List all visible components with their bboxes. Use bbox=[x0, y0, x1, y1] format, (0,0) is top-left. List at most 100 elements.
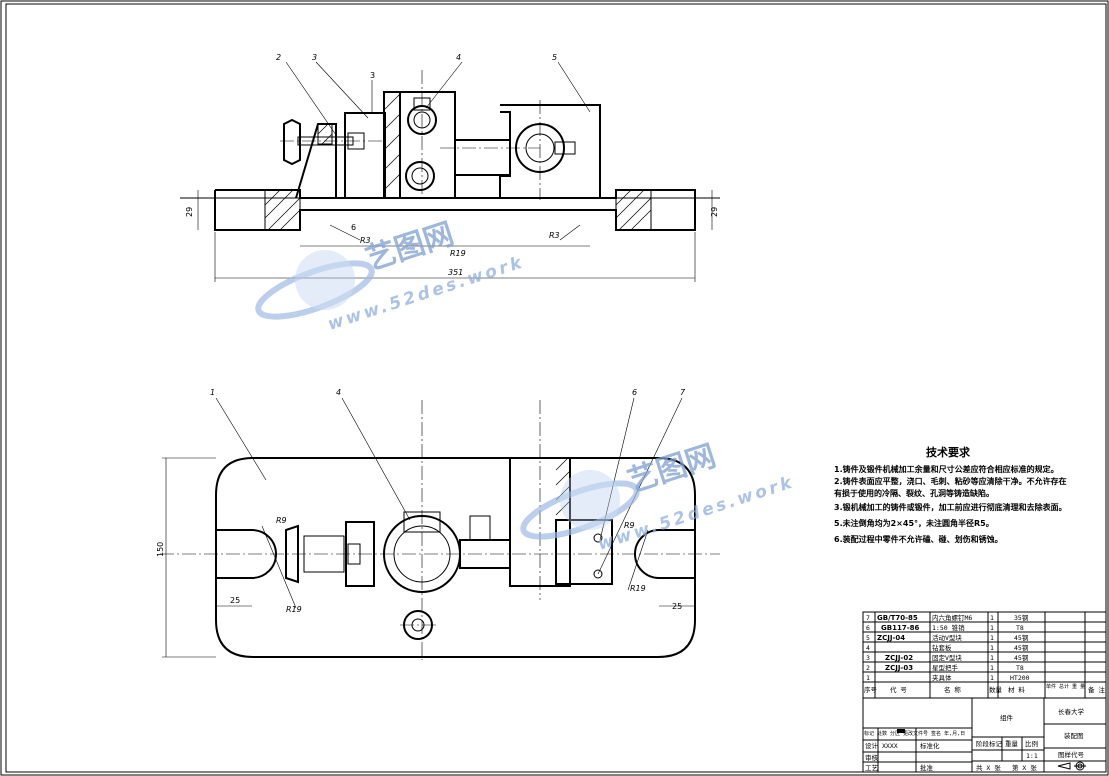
bom-name: 夹具体 bbox=[932, 673, 952, 682]
tb-weight-label: 重量 bbox=[1005, 740, 1019, 748]
dim-r-left: R3 bbox=[360, 236, 371, 245]
dim-width: 150 bbox=[156, 542, 165, 557]
bom-code: GB/T70-85 bbox=[877, 614, 918, 622]
tb-part-label: 组件 bbox=[1000, 713, 1014, 722]
tech-req-title: 技术要求 bbox=[926, 445, 971, 459]
title-block bbox=[862, 697, 1107, 773]
dim-off-right: 25 bbox=[672, 602, 682, 611]
tb-standardize: 标准化 bbox=[920, 741, 940, 750]
bom-header-qty: 数量 bbox=[989, 685, 1003, 694]
inner-border bbox=[5, 3, 1107, 773]
bom-row: 1 夹具体 1 HT200 bbox=[866, 673, 1030, 682]
tech-req-line-3: 有损于使用的冷隔、裂纹、孔洞等铸造缺陷。 bbox=[834, 488, 994, 498]
bom-qty: 1 bbox=[990, 624, 994, 632]
bom-no: 1 bbox=[866, 674, 870, 682]
dim-r-tr: R9 bbox=[624, 521, 635, 530]
watermark-brand-1: 艺图网 bbox=[362, 217, 458, 278]
bom-row: 6 GB117-86 1:50 锥销 1 T8 bbox=[866, 623, 1024, 632]
bom-code: ZCJJ-02 bbox=[885, 654, 913, 662]
bom-mat: 35钢 bbox=[1014, 614, 1029, 622]
bom-rows: 7 GB/T70-85 内六角螺钉M6 1 35钢 6 GB117-86 1:5… bbox=[864, 613, 1105, 694]
tb-marks-row: 标记 处数 分区 更改文件号 签名 年,月,日 bbox=[864, 730, 965, 737]
bom-name: 内六角螺钉M6 bbox=[932, 613, 972, 622]
bom-qty: 1 bbox=[990, 644, 994, 652]
watermark-logo-2 bbox=[520, 470, 640, 540]
title-block-text: 长春大学 装配图 图样代号 组件 阶段标记 重量 比例 1:1 共 X 张 第 … bbox=[864, 707, 1085, 772]
dim-height-left: 29 bbox=[185, 207, 194, 217]
tech-req-line-4: 3.锻机械加工的铸件或锻件，加工前应进行彻底清理和去除表面。 bbox=[834, 502, 1067, 512]
bom-name: 活动V型块 bbox=[932, 633, 962, 642]
bom-row: 5 ZCJJ-04 活动V型块 1 45钢 bbox=[866, 633, 1029, 642]
top-label-4: 4 bbox=[336, 388, 341, 397]
front-label-4: 4 bbox=[456, 53, 461, 62]
front-label-2: 2 bbox=[276, 53, 281, 62]
bom-header-mat: 材 料 bbox=[1008, 685, 1025, 694]
dim-length: 351 bbox=[448, 268, 463, 277]
tech-req-line-6: 6.装配过程中零件不允许磕、碰、划伤和锈蚀。 bbox=[834, 534, 1003, 544]
bom-name: 星型把手 bbox=[932, 663, 959, 672]
dim-r-right: R3 bbox=[549, 231, 560, 240]
bom-name: 1:50 锥销 bbox=[932, 623, 965, 632]
front-label-3: 3 bbox=[312, 53, 317, 62]
bom-code: ZCJJ-04 bbox=[877, 634, 905, 642]
tech-req-line-1: 1.铸件及锻件机械加工余量和尺寸公差应符合相应标准的规定。 bbox=[834, 464, 1059, 474]
bom-header-name: 名 称 bbox=[944, 685, 961, 694]
tb-designer-name: XXXX bbox=[882, 742, 898, 750]
dim-slot: 6 bbox=[351, 223, 356, 232]
tb-review: 审核 bbox=[865, 753, 879, 762]
bom-header-no: 序号 bbox=[864, 685, 878, 694]
top-view bbox=[160, 397, 720, 660]
bom-name: 固定V型块 bbox=[932, 653, 962, 662]
dim-r-bl: R19 bbox=[286, 605, 302, 614]
bom-row: 7 GB/T70-85 内六角螺钉M6 1 35钢 bbox=[866, 613, 1029, 622]
tb-sheet-total: 共 X 张 bbox=[976, 763, 1001, 772]
bom-code: GB117-86 bbox=[881, 624, 919, 632]
top-label-6: 6 bbox=[632, 388, 637, 397]
bom-code: ZCJJ-03 bbox=[885, 664, 913, 672]
bom-no: 2 bbox=[866, 664, 870, 672]
tech-requirements: 技术要求 1.铸件及锻件机械加工余量和尺寸公差应符合相应标准的规定。 2.铸件表… bbox=[834, 445, 1067, 544]
tb-scale-label: 比例 bbox=[1025, 739, 1038, 748]
tb-scale: 1:1 bbox=[1026, 752, 1038, 760]
top-view-labels: 1 4 6 7 150 R9 R9 R19 R19 25 25 bbox=[156, 388, 686, 614]
bom-header-code: 代 号 bbox=[890, 685, 907, 694]
bom-no: 4 bbox=[866, 644, 870, 652]
top-label-7: 7 bbox=[680, 388, 686, 397]
bom-qty: 1 bbox=[990, 674, 994, 682]
bom-no: 5 bbox=[866, 634, 870, 642]
tb-drawing-name: 装配图 bbox=[1064, 731, 1084, 740]
dim-off-left: 25 bbox=[230, 596, 240, 605]
tb-process: 工艺 bbox=[865, 764, 879, 772]
bom-mat: T8 bbox=[1016, 624, 1024, 632]
bom-header-weight: 单件 总计 重 量 bbox=[1046, 683, 1085, 690]
dim-gap: 3 bbox=[370, 71, 375, 80]
bom-row: 2 ZCJJ-03 星型把手 1 T8 bbox=[866, 663, 1024, 672]
top-label-1: 1 bbox=[210, 388, 215, 397]
dim-height-right: 29 bbox=[710, 207, 719, 217]
dim-r-tl: R9 bbox=[276, 516, 287, 525]
tb-drawing-code: 图样代号 bbox=[1058, 750, 1085, 759]
tb-sheet-no: 第 X 张 bbox=[1012, 763, 1037, 772]
tb-university: 长春大学 bbox=[1058, 707, 1085, 716]
dim-r-mid: R19 bbox=[450, 249, 466, 258]
bom-header: 序号 代 号 名 称 数量 材 料 单件 总计 重 量 备 注 bbox=[864, 683, 1105, 694]
tech-req-line-2: 2.铸件表面应平整，浇口、毛刺、粘砂等应清除干净。不允许存在 bbox=[834, 476, 1067, 486]
bom-no: 7 bbox=[866, 614, 870, 622]
bom-row: 3 ZCJJ-02 固定V型块 1 45钢 bbox=[866, 653, 1029, 662]
bom-table bbox=[862, 611, 1107, 699]
bom-mat: T8 bbox=[1016, 664, 1024, 672]
bom-header-note: 备 注 bbox=[1088, 685, 1105, 694]
bom-name: 钻套板 bbox=[932, 643, 952, 652]
bom-qty: 1 bbox=[990, 614, 994, 622]
dim-r-br: R19 bbox=[630, 584, 646, 593]
tb-stage-label: 阶段标记 bbox=[976, 739, 1003, 748]
bom-qty: 1 bbox=[990, 634, 994, 642]
bom-no: 3 bbox=[866, 654, 870, 662]
bom-mat: 45钢 bbox=[1014, 644, 1029, 652]
bom-qty: 1 bbox=[990, 664, 994, 672]
watermark-logo-1 bbox=[255, 250, 375, 320]
tech-req-line-5: 5.未注倒角均为2×45°，未注圆角半径R5。 bbox=[834, 518, 994, 528]
watermark-brand-2: 艺图网 bbox=[624, 439, 720, 500]
bom-no: 6 bbox=[866, 624, 870, 632]
